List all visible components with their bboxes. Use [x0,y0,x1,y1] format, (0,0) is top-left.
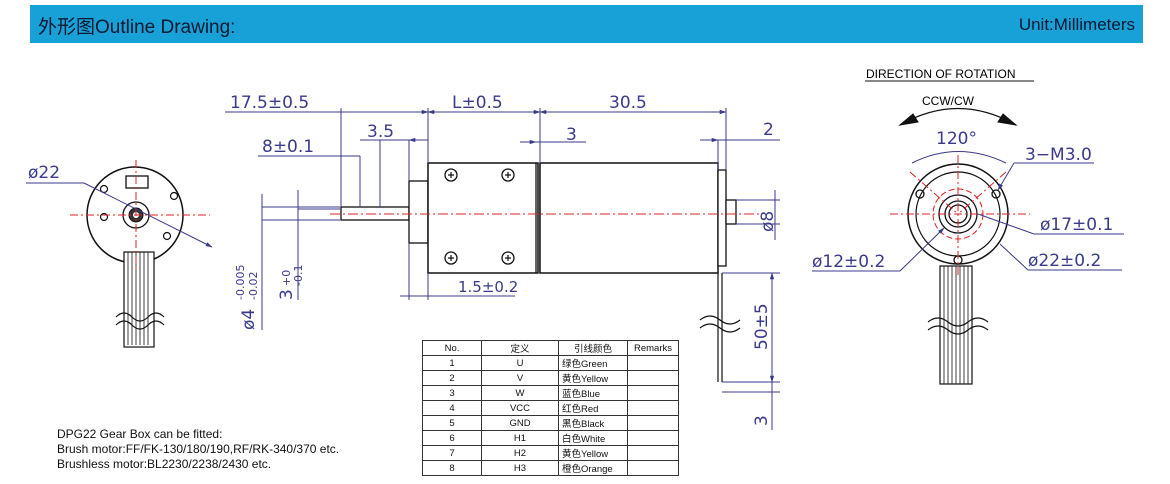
cell-color: 黄色Yellow [558,445,628,461]
dim-m3: 3−M3.0 [1025,145,1092,165]
front-view [26,160,213,348]
rotation-heading: DIRECTION OF ROTATION [866,67,1016,81]
unit-label: Unit:Millimeters [1018,15,1135,34]
cell-color: 白色White [558,430,628,446]
dim-2: 2 [763,120,774,140]
tol-shaft-lower: -0.02 [247,272,260,300]
dim-3-gear: 3 [566,125,577,145]
dim-1-5: 1.5±0.2 [458,278,518,296]
rotation-direction: CCW/CW [922,94,975,108]
cell-no: 5 [422,415,482,431]
rotation-view [865,80,1034,385]
dim-8: 8±0.1 [262,137,314,157]
cell-no: 6 [422,430,482,446]
cell-remarks [627,445,679,461]
front-diameter-label: ø22 [28,163,60,183]
col-wire-color: 引线颜色 [558,340,628,356]
dim-30-5: 30.5 [609,93,647,113]
cell-remarks [627,355,679,371]
dim-17: ø17±0.1 [1040,215,1113,235]
dim-o8: ø8 [758,211,778,232]
compatibility-notes: DPG22 Gear Box can be fitted: Brush moto… [57,427,339,472]
dim-3-5: 3.5 [367,122,394,142]
cell-no: 3 [422,385,482,401]
header-bar: 外形图Outline Drawing: Unit:Millimeters [30,5,1143,43]
note-line-2: Brush motor:FF/FK-130/180/190,RF/RK-340/… [57,442,340,456]
cell-remarks [627,400,679,416]
cell-def: H2 [481,445,559,461]
cell-def: W [481,385,559,401]
dim-17-5: 17.5±0.5 [230,93,309,113]
cell-remarks [627,430,679,446]
dim-12: ø12±0.2 [812,252,885,272]
cell-def: H1 [481,430,559,446]
dim-lead: 50±5 [752,303,772,350]
note-line-1: DPG22 Gear Box can be fitted: [57,427,223,441]
dim-strip: 3 [752,415,772,426]
cell-no: 2 [422,370,482,386]
col-definition: 定义 [481,340,559,356]
dim-shaft-dia: ø4 [239,309,259,330]
pin-table-header: No. 定义 引线颜色 Remarks [422,340,679,356]
drawing-title: 外形图Outline Drawing: [38,17,236,38]
col-no: No. [422,340,482,356]
cell-color: 红色Red [558,400,628,416]
col-remarks: Remarks [627,340,679,356]
cell-remarks [627,370,679,386]
dim-angle: 120° [936,129,977,149]
cell-color: 蓝色Blue [558,385,628,401]
tol-flat-upper: +0 [280,270,293,286]
dim-22: ø22±0.2 [1028,251,1101,271]
cell-color: 绿色Green [558,355,628,371]
cell-def: H3 [481,460,559,476]
tol-shaft-upper: -0.005 [234,265,247,300]
cell-color: 橙色Orange [558,460,628,476]
rotation-dimensions [812,151,1124,272]
cell-def: GND [481,415,559,431]
side-dimensions [225,108,780,430]
cell-def: VCC [481,400,559,416]
cell-no: 4 [422,400,482,416]
dim-flat: 3 [277,289,297,300]
cell-remarks [627,415,679,431]
cell-color: 黑色Black [558,415,628,431]
cell-remarks [627,385,679,401]
cell-color: 黄色Yellow [558,370,628,386]
note-line-3: Brushless motor:BL2230/2238/2430 etc. [57,457,272,471]
cell-def: V [481,370,559,386]
cell-no: 1 [422,355,482,371]
cell-no: 8 [422,460,482,476]
dim-l: L±0.5 [452,93,503,113]
cell-remarks [627,460,679,476]
side-view [330,162,760,382]
cell-def: U [481,355,559,371]
tol-flat-lower: -0.1 [292,265,305,286]
cell-no: 7 [422,445,482,461]
